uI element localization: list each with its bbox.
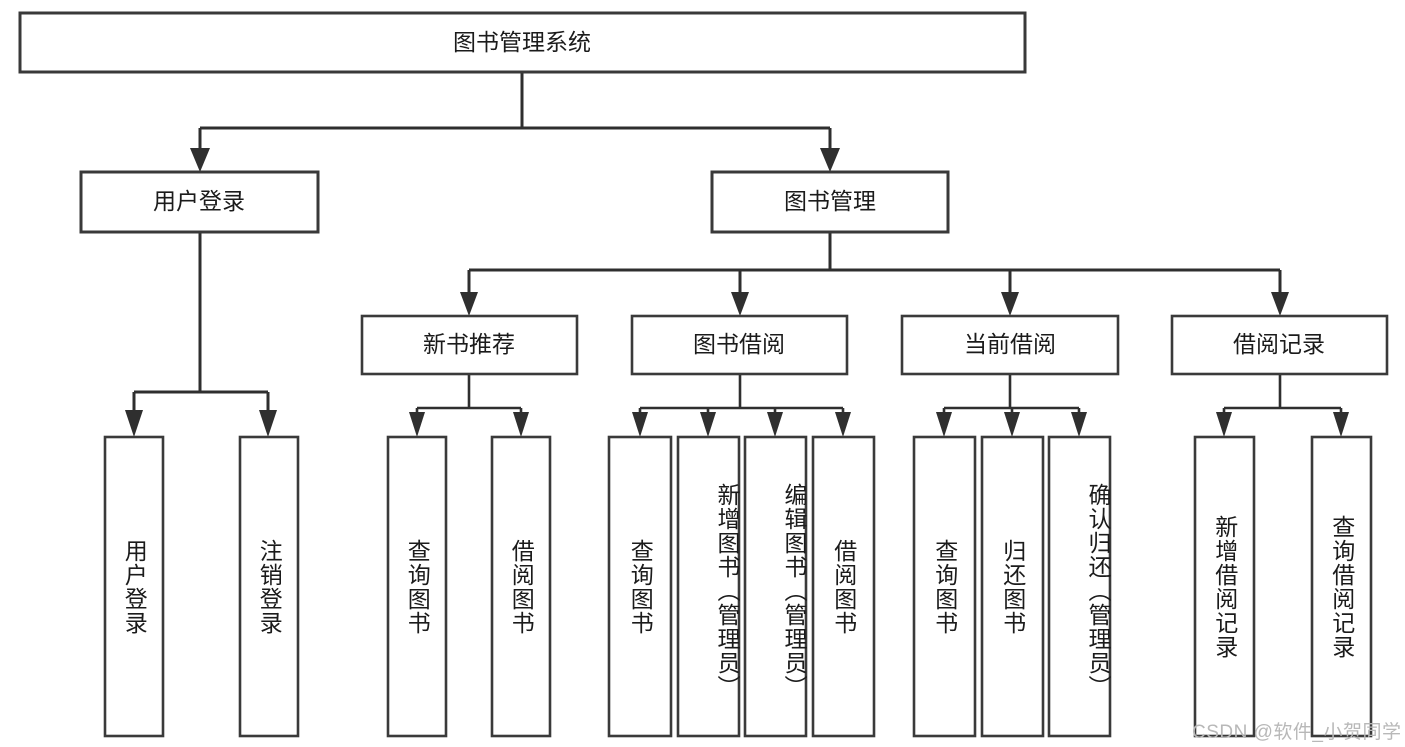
connector-userlogin-to-leaves [125, 232, 277, 437]
node-leaf-confirm-return-box[interactable] [1047, 435, 1112, 738]
arrow-head-icon [1333, 412, 1349, 437]
node-current-borrow-label: 当前借阅 [964, 331, 1056, 357]
connector-newbook-to-leaves [409, 374, 529, 437]
node-leaf-query-book-3-box[interactable] [912, 435, 977, 738]
node-user-login[interactable]: 用户登录 [79, 170, 320, 234]
node-user-login-box[interactable] [79, 170, 320, 234]
csdn-watermark: CSDN @软件_小贺同学 [1192, 722, 1402, 743]
connector-currentborrow-to-leaves [936, 374, 1087, 437]
arrow-head-icon [409, 412, 425, 437]
arrow-head-icon [731, 292, 749, 316]
node-new-book-recommend-box[interactable] [360, 314, 579, 376]
arrow-head-icon [632, 412, 648, 437]
node-book-management-label: 图书管理 [784, 188, 876, 214]
connector-root-to-level1 [190, 72, 840, 172]
node-book-management-box[interactable] [710, 170, 950, 234]
arrow-head-icon [936, 412, 952, 437]
arrow-head-icon [835, 412, 851, 437]
arrow-head-icon [1071, 412, 1087, 437]
arrow-head-icon [460, 292, 478, 316]
node-book-management[interactable]: 图书管理 [710, 170, 950, 234]
node-leaf-query-book-1-box[interactable] [386, 435, 448, 738]
node-borrow-record[interactable]: 借阅记录 [1170, 314, 1389, 376]
connector-bookmgmt-to-level2 [460, 232, 1289, 316]
node-leaf-query-record-box[interactable] [1310, 435, 1373, 738]
node-leaf-borrow-book-2-box[interactable] [811, 435, 876, 738]
arrow-head-icon [190, 148, 210, 172]
arrow-head-icon [513, 412, 529, 437]
arrow-head-icon [767, 412, 783, 437]
node-new-book-recommend-label: 新书推荐 [423, 331, 515, 357]
arrow-head-icon [259, 410, 277, 437]
node-new-book-recommend[interactable]: 新书推荐 [360, 314, 579, 376]
node-leaf-logout-box[interactable] [238, 435, 300, 738]
arrow-head-icon [1216, 412, 1232, 437]
node-user-login-label: 用户登录 [153, 188, 245, 214]
node-leaf-user-login-box[interactable] [103, 435, 165, 738]
connector-borrowrecord-to-leaves [1216, 374, 1349, 437]
node-leaf-add-record-box[interactable] [1193, 435, 1256, 738]
node-root-label: 图书管理系统 [453, 29, 591, 55]
node-borrow-record-label: 借阅记录 [1233, 331, 1325, 357]
node-leaf-return-book-box[interactable] [980, 435, 1045, 738]
node-root-box[interactable] [18, 11, 1027, 74]
node-book-borrow-box[interactable] [630, 314, 849, 376]
connector-bookborrow-to-leaves [632, 374, 851, 437]
node-root[interactable]: 图书管理系统 [18, 11, 1027, 74]
node-current-borrow-box[interactable] [900, 314, 1120, 376]
node-borrow-record-box[interactable] [1170, 314, 1389, 376]
node-current-borrow[interactable]: 当前借阅 [900, 314, 1120, 376]
node-book-borrow[interactable]: 图书借阅 [630, 314, 849, 376]
node-leaf-borrow-book-1-box[interactable] [490, 435, 552, 738]
node-leaf-edit-book-box[interactable] [743, 435, 808, 738]
arrow-head-icon [700, 412, 716, 437]
arrow-head-icon [1271, 292, 1289, 316]
arrow-head-icon [820, 148, 840, 172]
node-book-borrow-label: 图书借阅 [693, 331, 785, 357]
node-leaf-add-book-box[interactable] [676, 435, 741, 738]
arrow-head-icon [1004, 412, 1020, 437]
arrow-head-icon [125, 410, 143, 437]
node-leaf-query-book-2-box[interactable] [607, 435, 673, 738]
arrow-head-icon [1001, 292, 1019, 316]
